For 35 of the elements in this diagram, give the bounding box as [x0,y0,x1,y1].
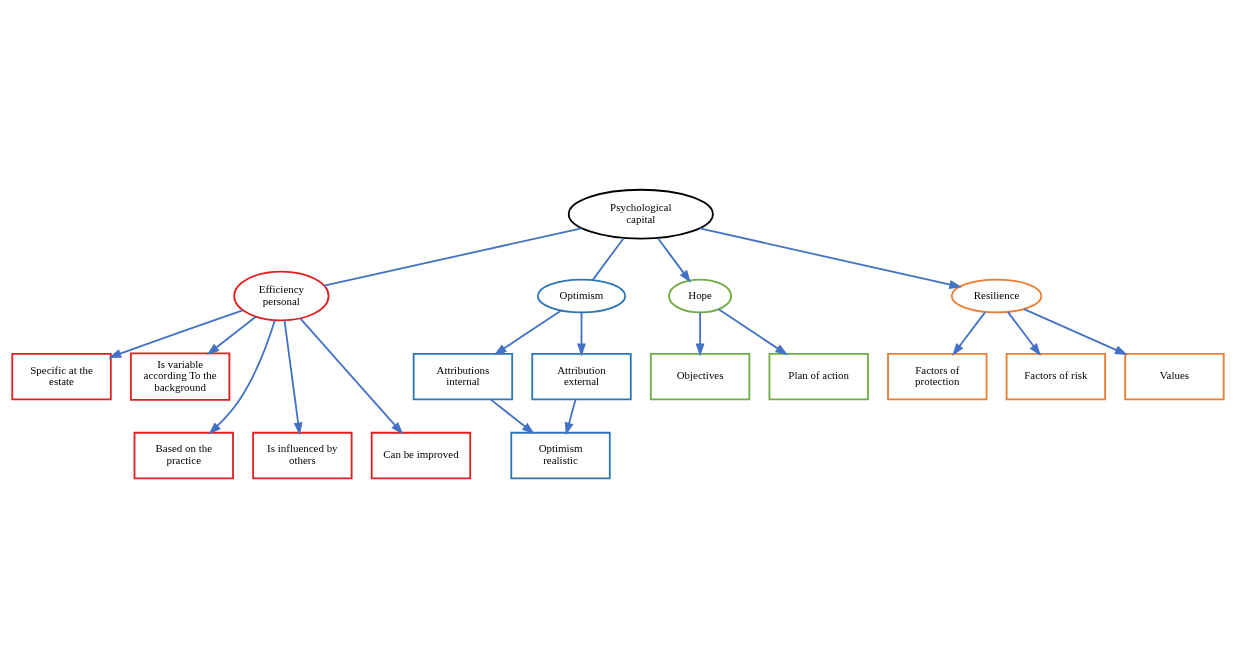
arrow [283,319,303,436]
arrow [208,319,276,435]
arrow [206,315,257,356]
arrow [1007,311,1041,356]
arrow [564,398,577,436]
node-box: Attributions internal [412,352,514,401]
arrow [717,308,789,356]
node-box: Can be improved [370,431,472,480]
node-ellipse: Efficiency personal [233,270,330,322]
node-box: Values [1124,352,1225,401]
node-ellipse: Hope [668,278,733,314]
node-box: Factors of protection [887,352,988,401]
node-box: Objectives [649,352,751,401]
arrow [699,227,963,289]
node-box: Based on the practice [133,431,234,480]
node-box: Attribution external [531,352,632,401]
connector [323,227,583,287]
arrow [657,237,691,283]
node-box: Is influenced by others [252,431,353,480]
connector [591,237,625,281]
node-box: Is variable according To the background [129,352,231,401]
arrow [695,311,705,357]
arrow [489,398,535,435]
node-ellipse: Psychological capital [567,188,714,240]
arrow [1023,308,1128,355]
arrow [952,311,987,356]
node-box: Specific at the estate [11,352,112,401]
node-box: Optimism realistic [510,431,611,480]
arrow [577,311,586,357]
arrow [493,309,562,356]
arrow [108,309,244,358]
node-box: Plan of action [768,352,869,401]
node-ellipse: Optimism [536,278,627,314]
node-box: Factors of risk [1005,352,1107,401]
arrow [299,317,404,435]
